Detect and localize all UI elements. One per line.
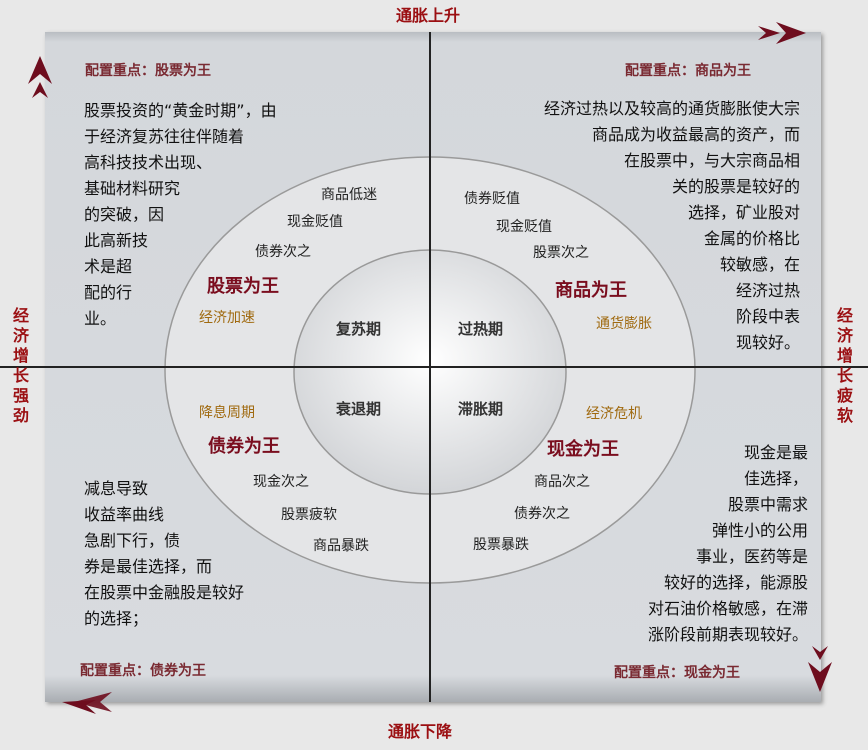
stage-recession: 衰退期 — [336, 400, 382, 418]
focus-commodities: 配置重点：商品为王 — [625, 63, 751, 79]
axis-label-top: 通胀上升 — [396, 6, 461, 25]
desc-bottom-left: 减息导致收益率曲线急剧下行，债券是最佳选择，而在股票中金融股是较好的选择； — [84, 479, 245, 628]
desc-top-left: 股票投资的“黄金时期”，由于经济复苏往往伴随着高科技技术出现、基础材料研究的突破… — [84, 101, 277, 328]
focus-cash: 配置重点：现金为王 — [614, 665, 740, 681]
desc-top-right: 经济过热以及较高的通货膨胀使大宗商品成为收益最高的资产，而在股票中，与大宗商品相… — [543, 99, 800, 352]
king-bonds: 债券为王 — [208, 436, 280, 457]
desc-bottom-right: 现金是最佳选择，股票中需求弹性小的公用事业，医药等是较好的选择，能源股对石油价格… — [647, 443, 808, 644]
arrow-right-icon — [758, 22, 806, 44]
phase-label: 经济加速 — [199, 310, 255, 326]
phase-label: 降息周期 — [199, 405, 255, 421]
stage-stagflation: 滞胀期 — [458, 400, 504, 418]
ring-item: 商品次之 — [534, 474, 590, 490]
ring-item: 现金贬值 — [287, 214, 343, 230]
ring-item: 股票次之 — [533, 245, 589, 261]
arrow-up-icon — [28, 56, 52, 98]
ring-item: 股票暴跌 — [473, 537, 529, 553]
king-cash: 现金为王 — [547, 439, 619, 460]
focus-stocks: 配置重点：股票为王 — [85, 63, 211, 79]
axis-label-bottom: 通胀下降 — [388, 722, 453, 741]
axis-label-right: 经济增长疲软 — [836, 306, 853, 425]
ring-item: 债券次之 — [514, 506, 570, 522]
ring-item: 商品低迷 — [321, 187, 377, 203]
ring-item: 现金次之 — [253, 474, 309, 490]
ring-item: 股票疲软 — [281, 507, 337, 523]
king-commodities: 商品为王 — [555, 280, 627, 301]
axis-label-left: 经济增长强劲 — [12, 306, 29, 425]
ring-item: 现金贬值 — [496, 219, 552, 235]
focus-bonds: 配置重点：债券为王 — [80, 663, 206, 679]
ring-item: 债券次之 — [255, 244, 311, 260]
arrow-down-icon — [808, 646, 832, 692]
phase-label: 通货膨胀 — [596, 316, 652, 332]
ring-item: 债券贬值 — [464, 191, 520, 207]
phase-label: 经济危机 — [586, 406, 642, 422]
arrow-left-icon — [62, 692, 112, 714]
king-stocks: 股票为王 — [207, 276, 279, 297]
ring-item: 商品暴跌 — [313, 538, 369, 554]
stage-recovery: 复苏期 — [336, 320, 382, 338]
stage-overheat: 过热期 — [458, 320, 504, 338]
